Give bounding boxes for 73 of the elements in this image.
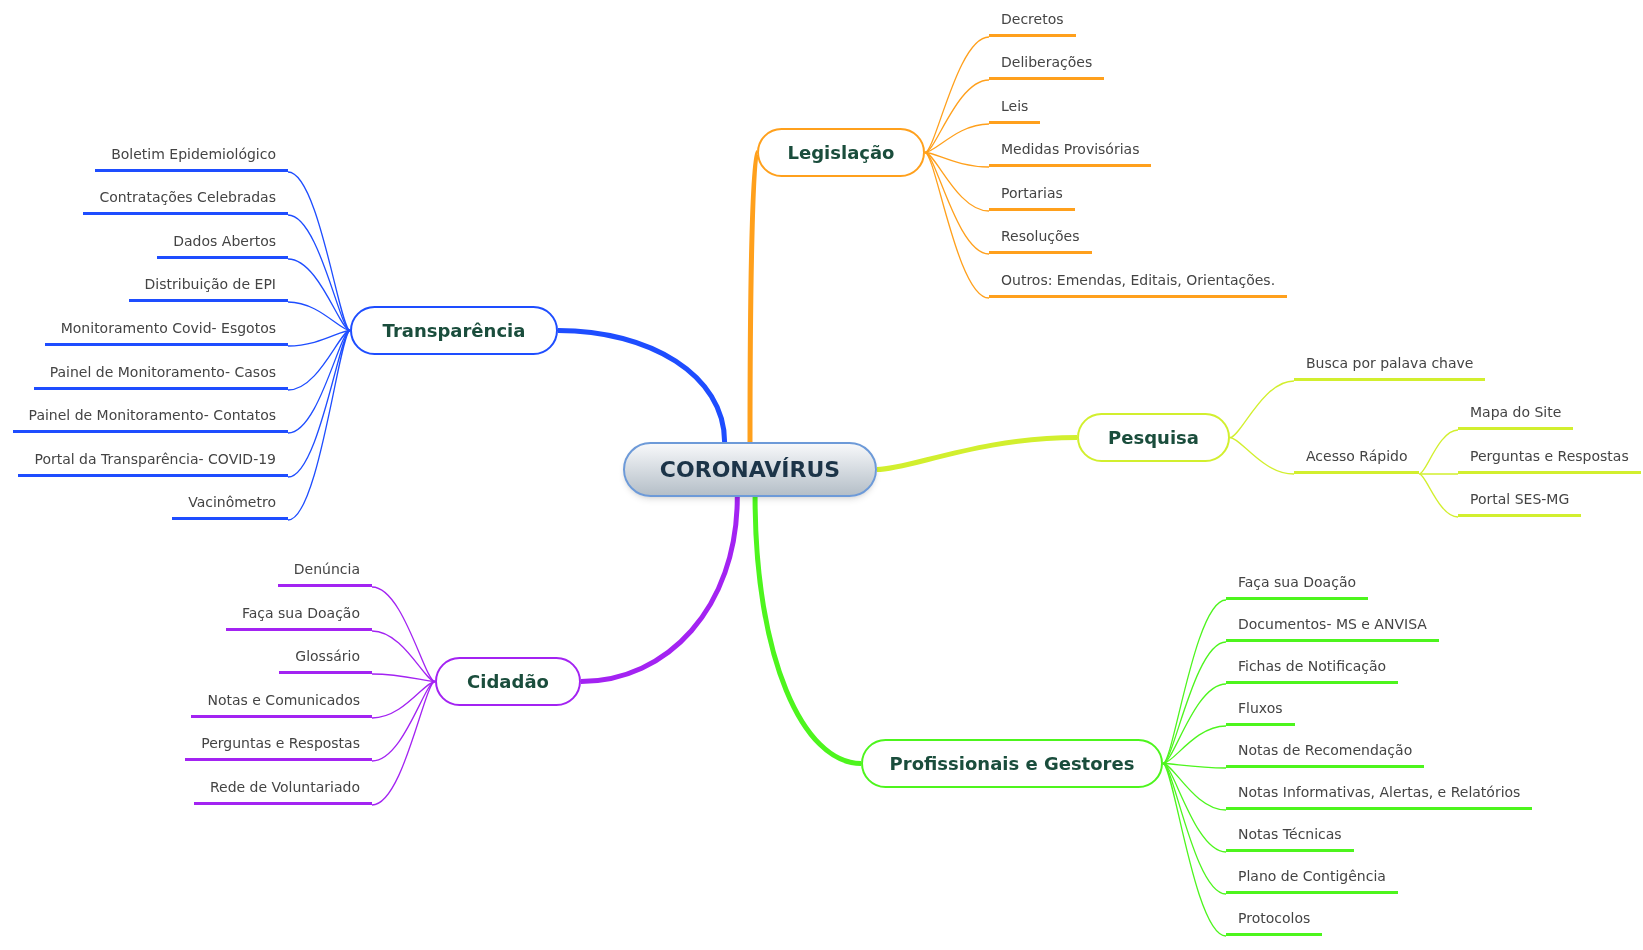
subtopic-label: Portal SES-MG (1458, 488, 1582, 517)
connector-line (924, 151, 990, 168)
subtopic-label: Faça sua Doação (1226, 571, 1369, 600)
subtopic-label: Vacinômetro (172, 491, 288, 520)
subtopic-label: Protocolos (1226, 907, 1323, 936)
subtopic-label: Plano de Contigência (1226, 865, 1398, 894)
subtopic-label: Rede de Voluntariado (193, 776, 372, 805)
subtopic-label: Painel de Monitoramento- Casos (33, 361, 288, 390)
topic-box (757, 128, 925, 177)
connector-line (287, 171, 351, 332)
subtopic-label: Painel de Monitoramento- Contatos (12, 404, 288, 433)
subtopic-label: Perguntas e Respostas (185, 732, 372, 761)
connector-line (1418, 473, 1459, 475)
subtopic-label: Medidas Provisórias (989, 138, 1152, 167)
subtopic-label: Monitoramento Covid- Esgotos (44, 317, 288, 346)
connector-line (371, 586, 436, 683)
topic-label: Pesquisa (1108, 426, 1199, 450)
subtopic-label: Notas Informativas, Alertas, e Relatórios (1226, 781, 1533, 810)
subtopic-label: Glossário (279, 645, 372, 674)
connector-line (287, 301, 351, 332)
topic-box (435, 657, 581, 706)
topic-label: Transparência (382, 319, 526, 343)
subtopic-label: Boletim Epidemiológico (95, 143, 288, 172)
central-topic (623, 442, 877, 497)
connector-line (371, 630, 436, 683)
connector-line (924, 151, 990, 255)
subtopic-label: Outros: Emendas, Editais, Orientações. (989, 269, 1288, 298)
subtopic-label: Distribuição de EPI (128, 273, 288, 302)
subtopic-label: Notas Técnicas (1226, 823, 1354, 852)
connector-line (371, 680, 436, 762)
subtopic-label: Portal da Transparência- COVID-19 (18, 448, 288, 477)
subtopic-label: Mapa do Site (1458, 401, 1574, 430)
topic-box (861, 739, 1163, 788)
subtopic-label: Portarias (989, 182, 1075, 211)
topic-label: Cidadão (467, 670, 549, 694)
subtopic-label: Documentos- MS e ANVISA (1226, 613, 1439, 642)
subtopic-label: Busca por palava chave (1294, 352, 1486, 381)
connector-line (1418, 429, 1459, 475)
subtopic-label: Perguntas e Respostas (1458, 445, 1641, 474)
connector-line (287, 329, 351, 347)
subtopic-label: Faça sua Doação (225, 602, 372, 631)
topic-box (350, 306, 558, 355)
subtopic-label: Fichas de Notificação (1226, 655, 1399, 684)
subtopic-label: Acesso Rápido (1294, 445, 1420, 474)
subtopic-label: Leis (989, 95, 1041, 124)
connector-line (752, 496, 862, 766)
connector-line (1162, 762, 1227, 769)
topic-label: Profissionais e Gestores (889, 752, 1135, 776)
connector-line (876, 435, 1078, 472)
topic-box (1077, 413, 1230, 462)
subtopic-label: Resoluções (989, 225, 1092, 254)
connector-line (1229, 380, 1295, 439)
connector-line (557, 328, 728, 443)
connector-line (1418, 473, 1459, 518)
connector-line (287, 329, 351, 521)
subtopic-label: Deliberações (989, 51, 1105, 80)
subtopic-label: Dados Abertos (157, 230, 288, 259)
connector-line (287, 258, 351, 332)
connector-line (747, 151, 760, 442)
connector-line (1229, 436, 1295, 475)
connector-line (1162, 725, 1227, 765)
connector-line (371, 673, 436, 683)
connector-line (580, 496, 740, 684)
topic-label: Legislação (787, 141, 895, 165)
subtopic-label: Contratações Celebradas (83, 186, 288, 215)
subtopic-label: Denúncia (277, 558, 372, 587)
subtopic-label: Fluxos (1226, 697, 1295, 726)
connector-line (924, 79, 990, 154)
subtopic-label: Notas de Recomendação (1226, 739, 1425, 768)
connector-line (371, 680, 436, 806)
subtopic-label: Notas e Comunicados (191, 689, 372, 718)
subtopic-label: Decretos (989, 8, 1076, 37)
topic-label: CORONAVÍRUS (659, 456, 841, 484)
